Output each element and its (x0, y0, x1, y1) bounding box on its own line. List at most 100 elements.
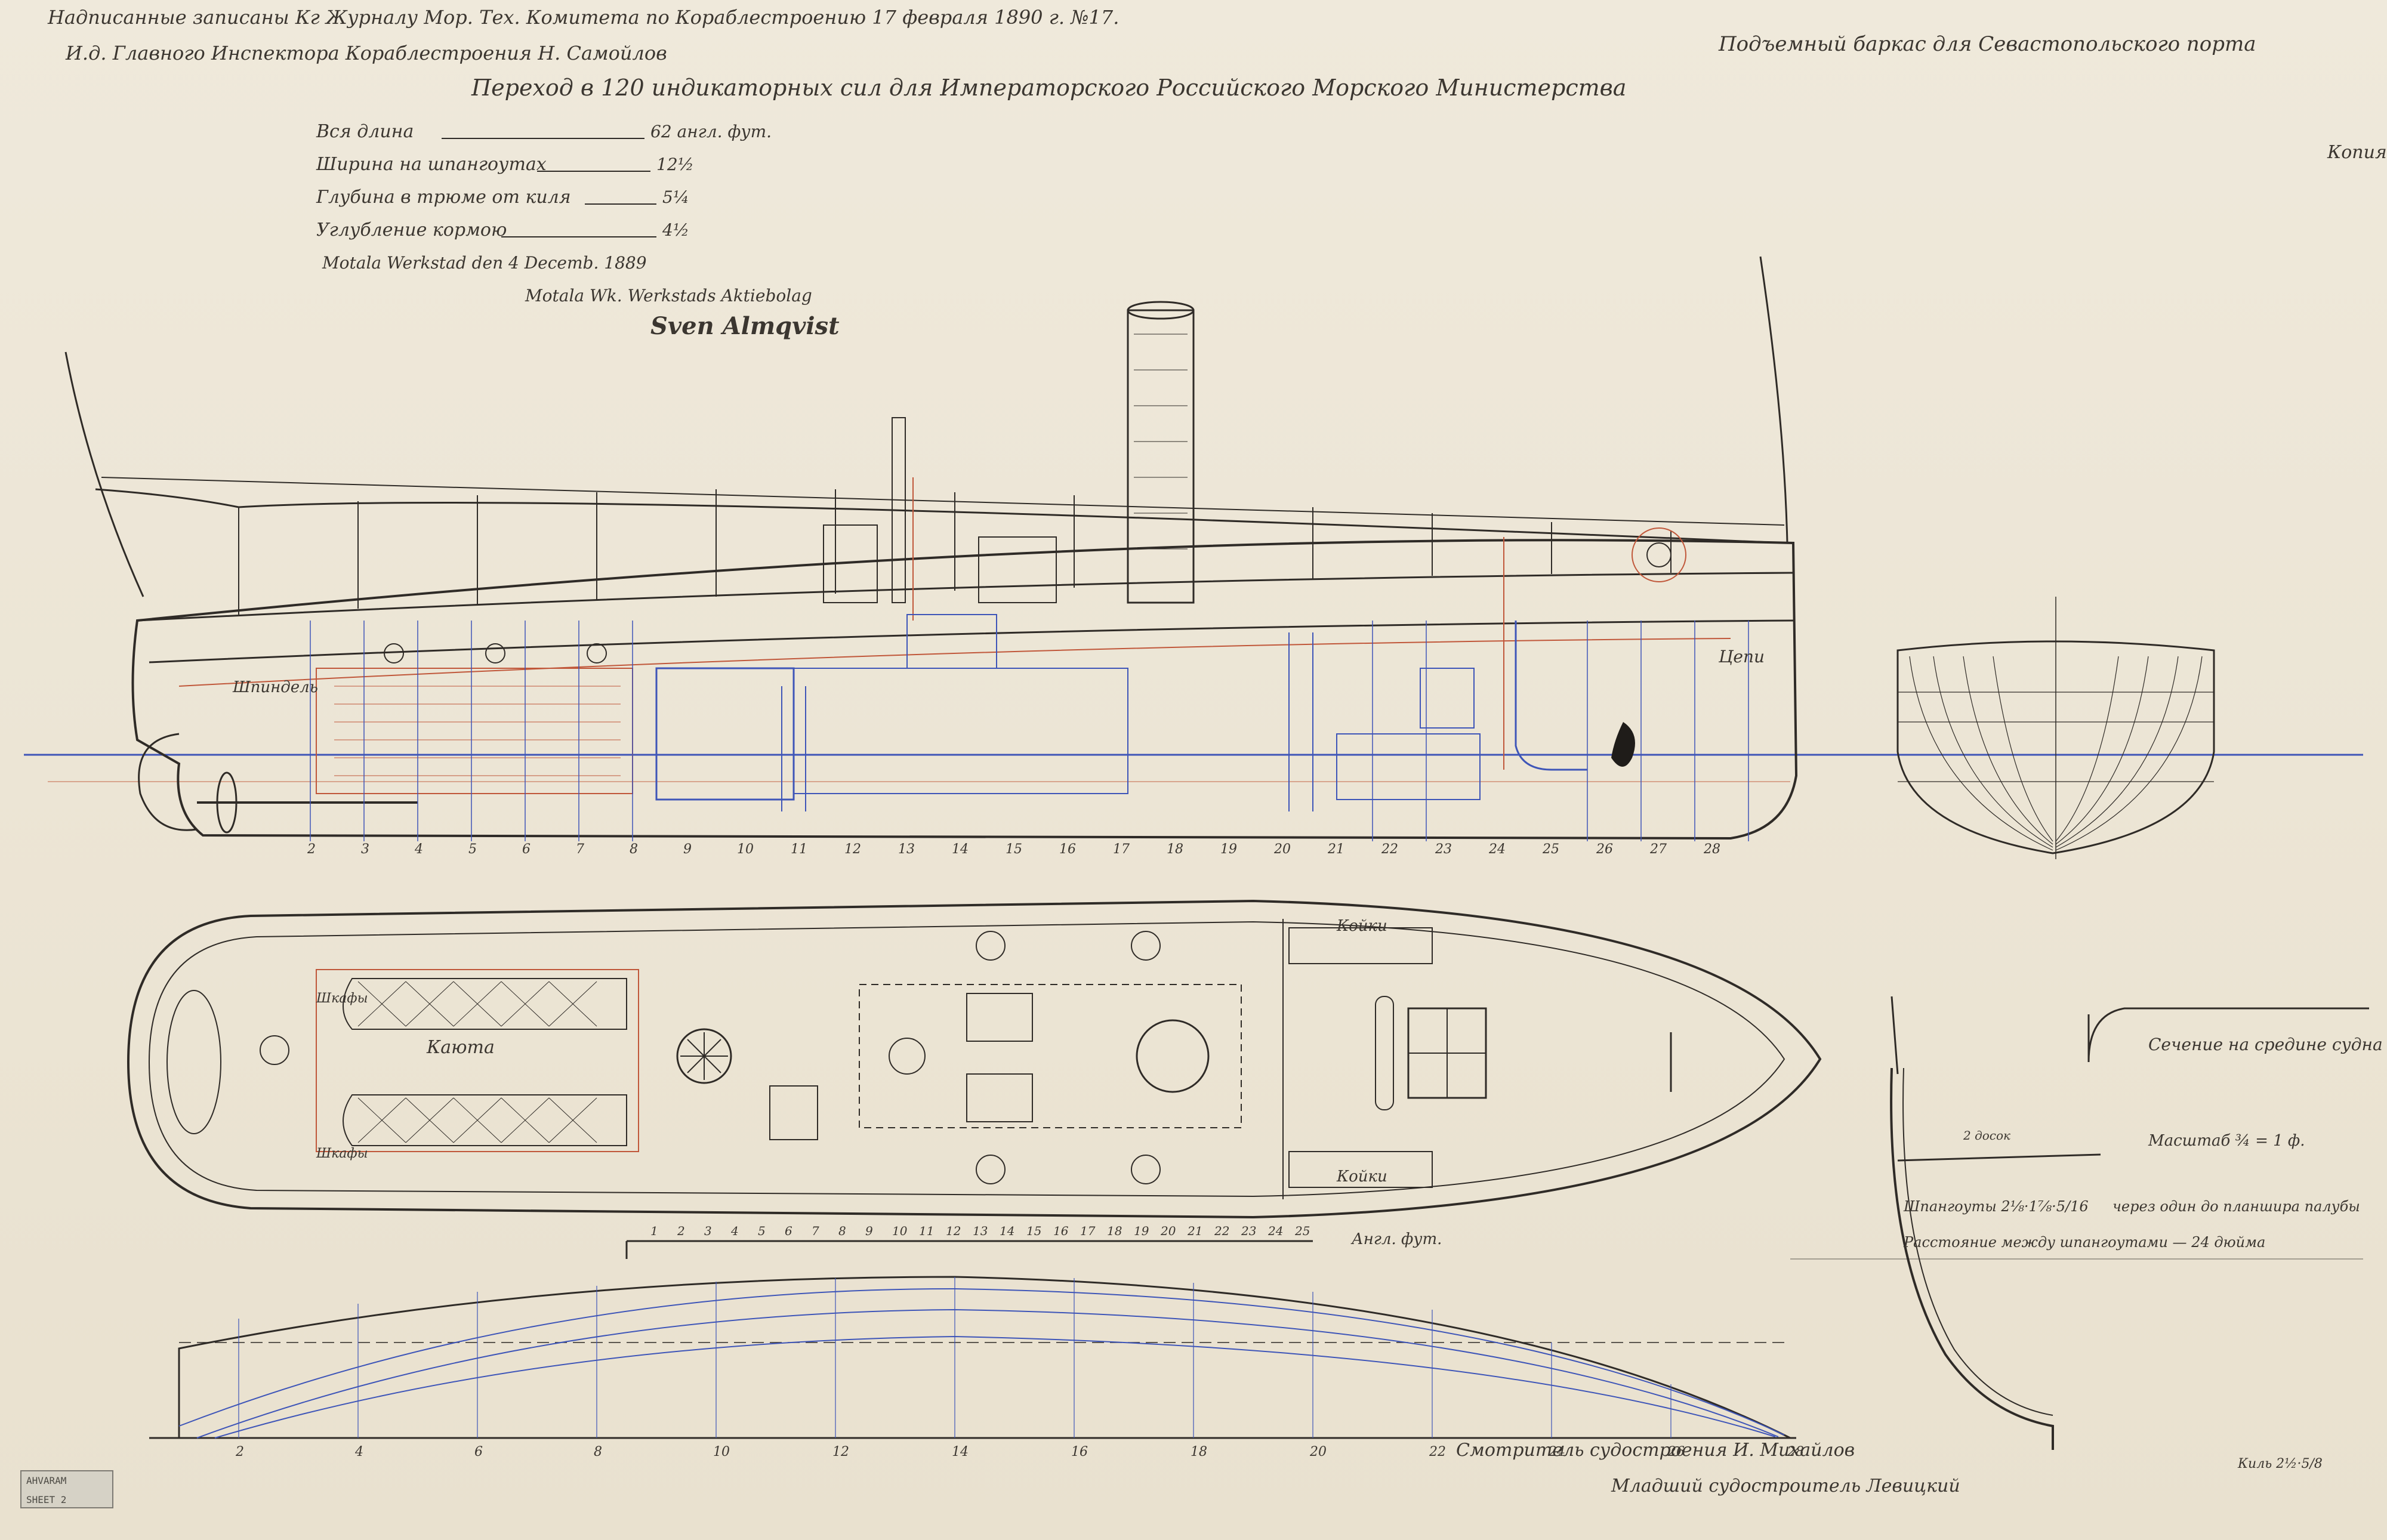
profile-station-label: 18 (1167, 842, 1183, 857)
label-locker-top: Шкафы (316, 991, 368, 1006)
label-bunks-bottom: Койки (1336, 1168, 1387, 1186)
scale-tick-label: 20 (1160, 1224, 1176, 1238)
profile-station-label: 25 (1542, 842, 1559, 857)
scale-tick-label: 6 (785, 1224, 792, 1238)
lines-station-label: 20 (1309, 1445, 1327, 1459)
header-line2: И.д. Главного Инспектора Кораблестроения… (65, 42, 667, 64)
title-right: Подъемный баркас для Севастопольского по… (1718, 32, 2256, 56)
profile-station-label: 15 (1006, 842, 1022, 857)
spec-value-3: 4½ (662, 220, 689, 240)
section-frames-note: через один до планшира палубы (2112, 1198, 2360, 1215)
scale-tick-label: 11 (919, 1224, 934, 1238)
lines-station-label: 22 (1429, 1445, 1446, 1459)
lines-station-label: 26 (1667, 1445, 1685, 1459)
section-title: Сечение на средине судна (2148, 1035, 2383, 1054)
profile-station-label: 16 (1059, 842, 1076, 857)
bottom-signature-2: Младший судостроитель Левицкий (1611, 1476, 1960, 1496)
scale-tick-label: 12 (946, 1224, 961, 1238)
lines-station-label: 24 (1548, 1445, 1565, 1459)
lines-station-label: 4 (354, 1445, 363, 1459)
bottom-signature-1: Смотритель судостроения И. Михайлов (1456, 1440, 1855, 1461)
scale-tick-label: 3 (704, 1224, 712, 1238)
profile-station-label: 10 (737, 842, 754, 857)
label-locker-bottom: Шкафы (316, 1146, 368, 1161)
scale-tick-label: 1 (650, 1224, 658, 1238)
profile-station-label: 12 (844, 842, 861, 857)
scale-tick-label: 14 (1000, 1224, 1014, 1238)
scale-tick-label: 21 (1187, 1224, 1202, 1238)
profile-station-label: 14 (952, 842, 969, 857)
signature-date: Motala Werkstad den 4 Decemb. 1889 (322, 253, 647, 273)
profile-station-label: 21 (1327, 842, 1344, 857)
lines-station-label: 28 (1787, 1445, 1804, 1459)
header-line1: Надписанные записаны Кг Журналу Мор. Тех… (47, 6, 1119, 29)
midship-section: Сечение на средине судна Масштаб ¾ = 1 ф… (1790, 996, 2383, 1471)
spec-label-2: Глубина в трюме от киля (316, 187, 571, 208)
section-spacing: Расстояние между шпангоутами — 24 дюйма (1903, 1234, 2265, 1251)
profile-station-label: 20 (1273, 842, 1291, 857)
scale-unit: Англ. фут. (1350, 1230, 1442, 1248)
section-keel: Киль 2½·5/8 (2237, 1456, 2323, 1471)
profile-station-label: 28 (1703, 842, 1720, 857)
scale-tick-label: 17 (1080, 1224, 1096, 1238)
scale-tick-label: 9 (865, 1224, 873, 1238)
scale-tick-label: 7 (812, 1224, 819, 1238)
profile-station-label: 9 (683, 842, 692, 857)
signature-name: Sven Almqvist (650, 312, 840, 340)
profile-station-label: 7 (576, 842, 584, 857)
profile-station-label: 5 (468, 842, 477, 857)
scale-tick-label: 23 (1241, 1224, 1256, 1238)
profile-station-label: 19 (1220, 842, 1237, 857)
scale-tick-label: 15 (1026, 1224, 1041, 1238)
scale-tick-label: 8 (838, 1224, 846, 1238)
label-shaft: Шпиндель (232, 678, 318, 696)
lines-station-label: 16 (1071, 1445, 1088, 1459)
scale-tick-label: 18 (1107, 1224, 1122, 1238)
header-line3: Переход в 120 индикаторных сил для Импер… (471, 75, 1626, 101)
archive-stamp: AHVARAM SHEET 2 (20, 1470, 113, 1508)
spec-value-0: 62 англ. фут. (650, 122, 772, 141)
label-bunks-top: Койки (1336, 917, 1387, 935)
lines-station-label: 18 (1191, 1445, 1207, 1459)
scale-tick-label: 4 (730, 1224, 739, 1238)
profile-station-label: 4 (414, 842, 423, 857)
lines-station-label: 10 (713, 1445, 730, 1459)
stamp-line-2: SHEET 2 (26, 1494, 67, 1505)
section-scale: Масштаб ¾ = 1 ф. (2148, 1132, 2305, 1150)
spec-value-2: 5¼ (662, 187, 689, 207)
profile-station-label: 27 (1649, 842, 1667, 857)
deck-plan: Каюта Шкафы Шкафы Койки Койки (127, 899, 1822, 1219)
spec-label-0: Вся длина (316, 121, 414, 142)
profile-station-label: 3 (361, 842, 369, 857)
spec-table: Вся длина 62 англ. фут. Ширина на шпанго… (316, 121, 772, 240)
scale-tick-label: 2 (677, 1224, 685, 1238)
corner-note: Копия (2327, 142, 2387, 163)
scale-tick-label: 5 (758, 1224, 766, 1238)
profile-station-label: 26 (1596, 842, 1613, 857)
scale-tick-label: 22 (1214, 1224, 1229, 1238)
label-chain: Цепи (1718, 647, 1765, 666)
profile-station-label: 24 (1488, 842, 1506, 857)
lines-station-label: 6 (474, 1445, 483, 1459)
scale-tick-label: 13 (973, 1224, 988, 1238)
lines-station-label: 2 (235, 1445, 244, 1459)
scale-tick-label: 10 (892, 1224, 908, 1238)
lines-station-label: 12 (832, 1445, 849, 1459)
body-plan (1896, 597, 2215, 859)
profile-station-label: 22 (1381, 842, 1398, 857)
scale-tick-label: 25 (1294, 1224, 1310, 1238)
profile-station-label: 13 (898, 842, 915, 857)
profile-station-label: 8 (630, 842, 638, 857)
spec-label-1: Ширина на шпангоутах (316, 154, 547, 175)
profile-station-label: 17 (1113, 842, 1130, 857)
lines-station-label: 14 (952, 1445, 969, 1459)
stamp-line-1: AHVARAM (26, 1475, 67, 1486)
